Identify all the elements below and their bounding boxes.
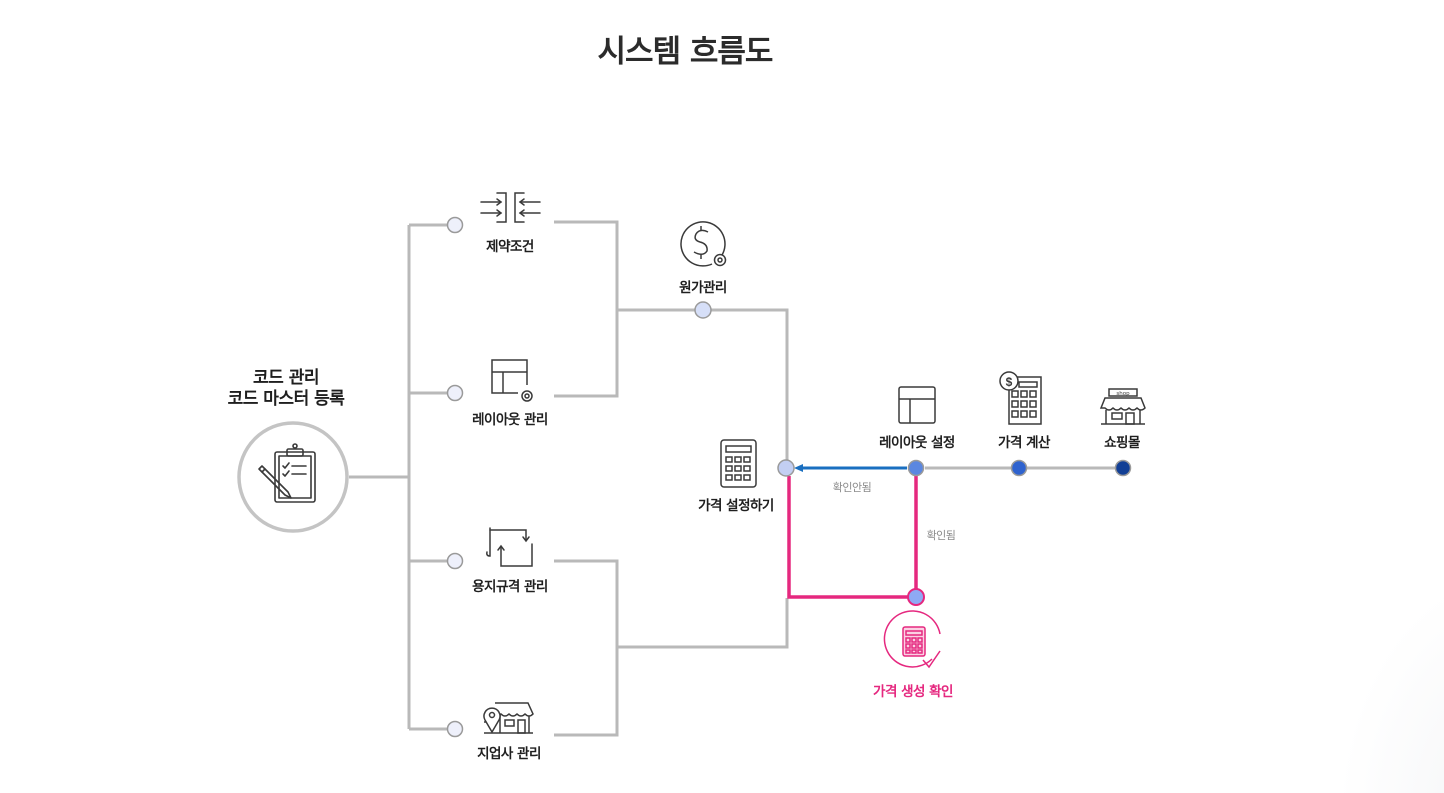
root-circle[interactable] (237, 421, 349, 533)
layout-icon (898, 386, 936, 424)
shop-icon (1099, 388, 1146, 425)
cost-label[interactable]: 원가관리 (679, 280, 727, 296)
pipeline-label-layout[interactable]: 레이아웃 설정 (879, 435, 955, 451)
node-layout-setting[interactable] (907, 459, 925, 477)
store-location-icon (483, 702, 534, 734)
node-cost[interactable] (694, 301, 712, 319)
page-title: 시스템 흐름도 (597, 34, 774, 70)
node-price-calc[interactable] (1010, 459, 1028, 477)
branch-label-supplier[interactable]: 지업사 관리 (477, 746, 541, 762)
layout-gear-icon (491, 359, 533, 402)
calculator-check-icon (883, 610, 941, 669)
paper-rotate-icon (486, 527, 533, 567)
edge-label-confirmed: 확인됨 (926, 529, 956, 542)
branch-label-layout[interactable]: 레이아웃 관리 (472, 412, 548, 428)
root-label: 코드 관리 코드 마스터 등록 (228, 368, 345, 410)
gray-connectors (349, 220, 1118, 737)
node-constraint[interactable] (446, 216, 464, 234)
confirm-label[interactable]: 가격 생성 확인 (873, 684, 953, 700)
lower-merge-bracket (554, 559, 619, 737)
root-label-line1: 코드 관리 (253, 368, 319, 388)
lower-merge-connector (617, 598, 789, 649)
node-paper[interactable] (446, 552, 464, 570)
shop-sign-text: shop (1116, 391, 1130, 397)
root-label-line2: 코드 마스터 등록 (227, 389, 345, 409)
pink-confirm-path (787, 476, 908, 599)
constraint-arrows-icon (480, 192, 541, 223)
pipeline-label-price[interactable]: 가격 계산 (998, 435, 1050, 451)
node-confirm[interactable] (907, 588, 925, 606)
edge-label-not-confirmed: 확인안됨 (832, 481, 872, 494)
node-layout[interactable] (446, 384, 464, 402)
dollar-calculator-icon (999, 371, 1042, 425)
cost-connector-right (711, 308, 789, 460)
pipeline-label-shop[interactable]: 쇼핑몰 (1104, 435, 1140, 451)
calculator-icon (720, 439, 757, 488)
clipboard-checklist-pencil-icon (258, 443, 316, 503)
branch-label-constraint[interactable]: 제약조건 (486, 239, 534, 255)
dollar-gear-icon (680, 221, 727, 267)
node-price-setting[interactable] (777, 459, 795, 477)
arrow-head-icon (794, 464, 803, 472)
dollar-sign-icon: $ (1006, 375, 1013, 389)
price-setting-label[interactable]: 가격 설정하기 (698, 498, 774, 514)
branch-label-paper[interactable]: 용지규격 관리 (472, 579, 548, 595)
node-supplier[interactable] (446, 720, 464, 738)
node-shop[interactable] (1114, 459, 1132, 477)
upper-merge-bracket (554, 220, 619, 398)
